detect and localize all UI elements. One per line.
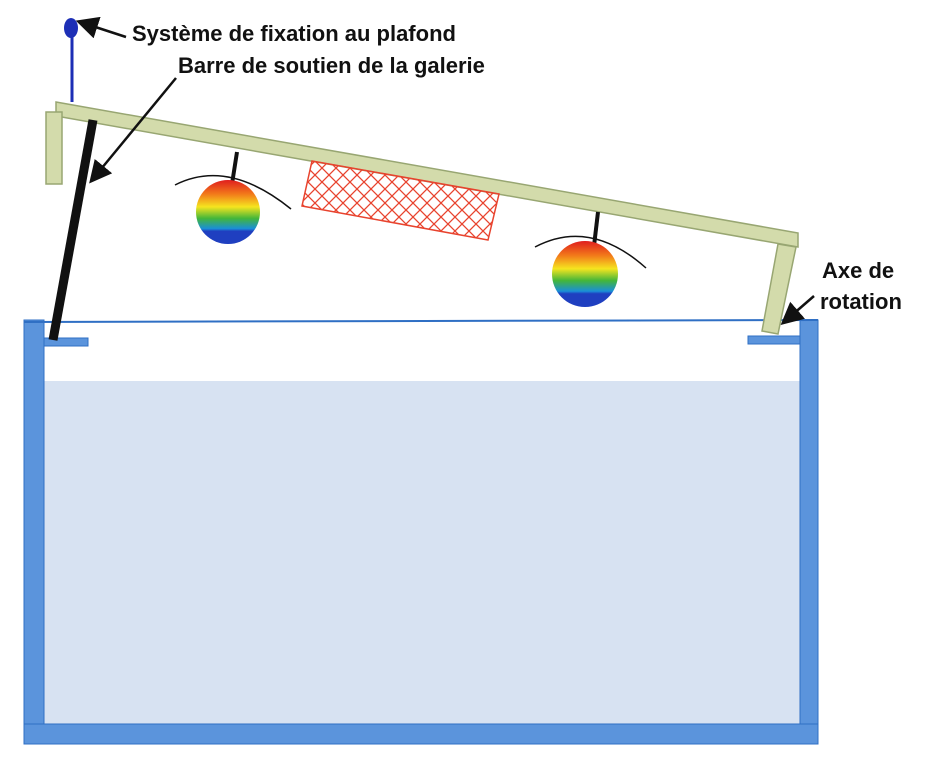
arrow-rotation-axis <box>780 295 815 325</box>
support-bar <box>48 119 98 341</box>
tank-bottom <box>23 723 819 745</box>
ceiling-mount <box>64 18 78 102</box>
gallery-left-leg <box>45 111 63 185</box>
tank-wall-right <box>799 319 819 726</box>
gallery-right-leg <box>761 243 797 335</box>
tank-wall-left <box>23 319 45 726</box>
label-ceiling-mount: Système de fixation au plafond <box>132 21 456 46</box>
label-rotation-axis-line1: Axe de <box>822 258 894 283</box>
rainbow-lamp-icon <box>174 151 292 244</box>
label-rotation-axis-line2: rotation <box>820 289 902 314</box>
arrow-support-bar <box>89 77 177 184</box>
lighting-gallery <box>45 101 799 335</box>
aquarium-tank <box>23 319 819 745</box>
arrow-ceiling-mount <box>75 16 127 39</box>
crosshatch-mesh-icon <box>301 160 500 241</box>
rainbow-lamp-icon <box>534 211 647 307</box>
label-support-bar: Barre de soutien de la galerie <box>178 53 485 78</box>
water <box>44 381 806 724</box>
mount-knob-icon <box>64 18 78 38</box>
tank-rim <box>23 319 819 323</box>
ledge-right <box>747 335 801 345</box>
ledge-left <box>43 337 89 347</box>
